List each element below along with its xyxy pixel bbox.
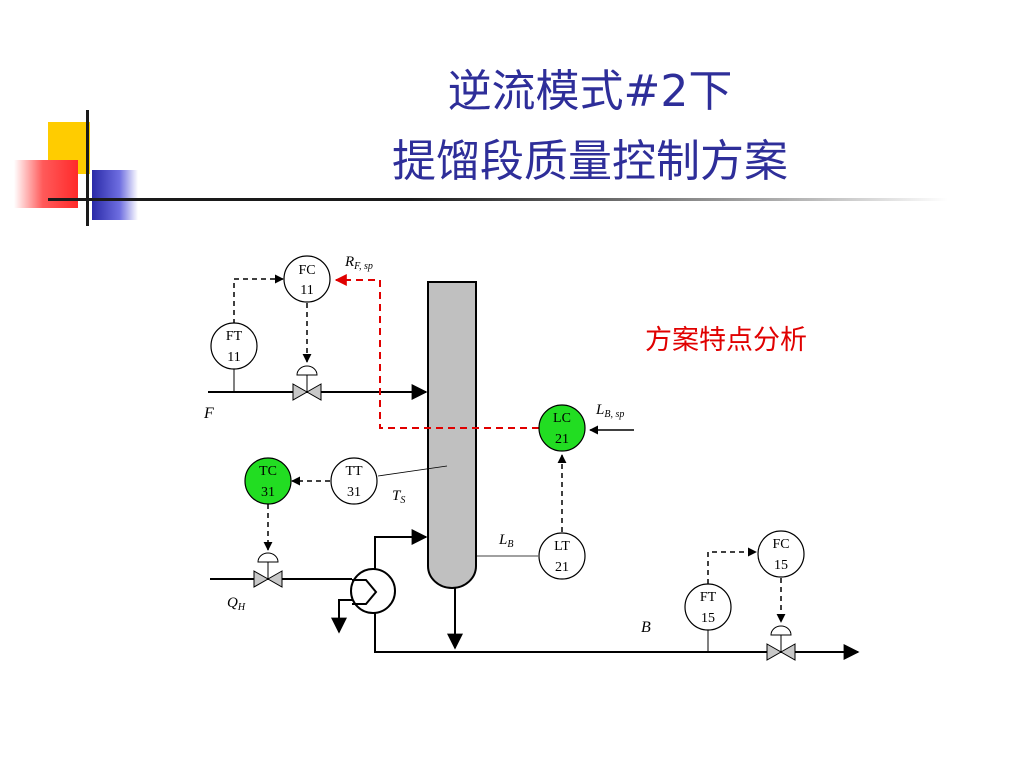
reboiler — [350, 568, 396, 614]
svg-text:11: 11 — [300, 283, 313, 298]
svg-text:21: 21 — [555, 432, 569, 447]
distillation-column — [427, 281, 477, 589]
tt31-tap — [377, 465, 448, 477]
lt21-instrument[interactable]: LT 21 — [538, 532, 586, 580]
steam-valve — [253, 552, 283, 588]
title-line-1: 逆流模式#2下 — [447, 66, 733, 117]
rf-setpoint-line — [334, 274, 539, 429]
condensate-line — [331, 599, 356, 634]
svg-text:11: 11 — [227, 350, 240, 365]
label-lb-sp: LB, sp — [595, 402, 624, 420]
tc31-instrument[interactable]: TC 31 — [244, 457, 292, 505]
svg-text:TT: TT — [345, 464, 363, 479]
svg-text:LT: LT — [554, 539, 570, 554]
svg-text:FC: FC — [772, 537, 789, 552]
ft15-instrument[interactable]: FT 15 — [684, 583, 732, 631]
feed-valve — [292, 365, 322, 401]
label-lb: LB — [498, 532, 513, 550]
svg-text:FC: FC — [298, 263, 315, 278]
deco-vertical-line — [86, 110, 89, 226]
svg-text:15: 15 — [701, 611, 715, 626]
svg-text:15: 15 — [774, 558, 788, 573]
label-rf-sp: RF, sp — [344, 254, 373, 272]
bottom-valve — [766, 625, 796, 661]
svg-text:21: 21 — [555, 560, 569, 575]
ft15-signal — [707, 547, 757, 584]
fc11-instrument[interactable]: FC 11 — [283, 255, 331, 303]
deco-blue-square — [92, 170, 138, 220]
svg-text:31: 31 — [261, 485, 275, 500]
title-line-2: 提馏段质量控制方案 — [392, 136, 788, 187]
vapor-return-line — [374, 529, 428, 569]
svg-text:TC: TC — [259, 464, 277, 479]
svg-text:FT: FT — [700, 590, 717, 605]
tt31-instrument[interactable]: TT 31 — [330, 457, 378, 505]
lc21-instrument[interactable]: LC 21 — [538, 404, 586, 452]
fc15-instrument[interactable]: FC 15 — [757, 530, 805, 578]
svg-text:31: 31 — [347, 485, 361, 500]
svg-text:FT: FT — [226, 329, 243, 344]
analysis-link[interactable]: 方案特点分析 — [645, 325, 807, 356]
label-b: B — [641, 619, 651, 636]
deco-horizontal-line — [48, 198, 948, 201]
label-qh: QH — [227, 595, 246, 613]
ft11-signal — [233, 274, 284, 324]
ft11-instrument[interactable]: FT 11 — [210, 322, 258, 370]
reboiler-liquid-line — [374, 613, 455, 653]
label-f: F — [203, 405, 214, 422]
label-ts: TS — [392, 488, 405, 506]
svg-text:LC: LC — [553, 411, 571, 426]
